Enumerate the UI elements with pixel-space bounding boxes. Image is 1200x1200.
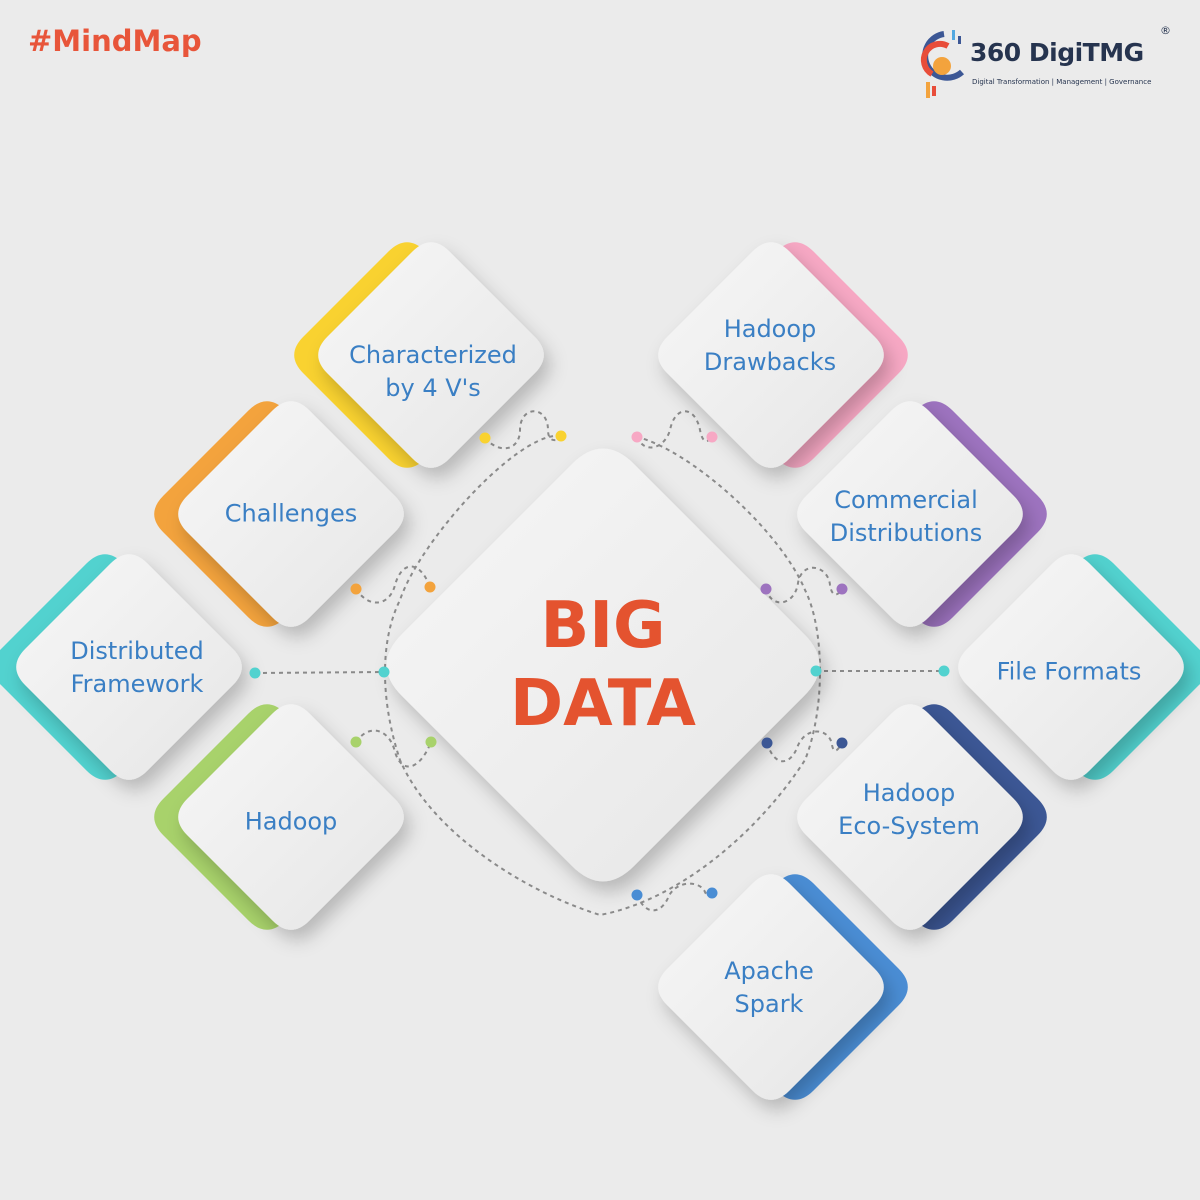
node-label-distributed-framework: Distributed Framework xyxy=(70,635,203,701)
node-line: File Formats xyxy=(996,657,1142,686)
logo-tagline: Digital Transformation | Management | Go… xyxy=(972,78,1152,86)
connector-dot xyxy=(350,736,362,748)
node-commercial xyxy=(797,401,1047,627)
node-tile-commercial xyxy=(797,401,1023,627)
node-tile-challenges xyxy=(178,401,404,627)
node-line: Apache xyxy=(724,957,814,985)
connector-ecosystem xyxy=(766,730,843,763)
connector-dot xyxy=(761,737,773,749)
node-label-hadoop-eco-system: Hadoop Eco-System xyxy=(838,777,980,843)
logo-mark-icon xyxy=(920,30,965,98)
hashtag-title: #MindMap xyxy=(28,24,202,58)
node-label-hadoop-drawbacks: Hadoop Drawbacks xyxy=(704,313,836,379)
node-label-hadoop: Hadoop xyxy=(245,806,338,839)
connector-dot xyxy=(424,581,436,593)
registered-mark: ® xyxy=(1160,24,1171,37)
node-drawbacks xyxy=(658,242,908,468)
connector-dot xyxy=(479,432,491,444)
node-label-apache-spark: Apache Spark xyxy=(724,955,814,1021)
node-line: Drawbacks xyxy=(703,348,837,376)
node-label-challenges: Challenges xyxy=(225,498,358,531)
connector-dot xyxy=(706,887,718,899)
node-distributed xyxy=(0,554,242,780)
center-title-line2: DATA xyxy=(510,667,696,741)
node-line: Distributions xyxy=(829,519,983,547)
node-tile-hadoop xyxy=(178,704,404,930)
node-line: Spark xyxy=(734,990,804,1018)
node-spark xyxy=(658,874,908,1100)
connector-dot xyxy=(810,665,822,677)
connector-dot xyxy=(760,583,772,595)
node-ecosystem xyxy=(797,704,1047,930)
logo-name: 360 DigiTMG xyxy=(970,38,1144,67)
center-title-line1: BIG xyxy=(540,589,666,663)
center-tile xyxy=(386,448,820,882)
connector-dot xyxy=(631,889,643,901)
node-tile-characterized xyxy=(318,242,544,468)
node-fileformats xyxy=(958,554,1200,780)
connector-dot xyxy=(836,737,848,749)
connector-commercial xyxy=(765,566,843,604)
node-challenges xyxy=(154,401,404,627)
connector-challenges xyxy=(355,565,431,604)
node-tile-distributed xyxy=(16,554,242,780)
node-tiles xyxy=(0,242,1200,1100)
connector-lines xyxy=(254,410,944,917)
connector-dot xyxy=(836,583,848,595)
connector-dot xyxy=(350,583,362,595)
connector-dot xyxy=(378,666,390,678)
connector-dot xyxy=(706,431,718,443)
connector-drawbacks xyxy=(636,410,713,449)
node-line: Characterized xyxy=(349,341,517,369)
node-line: by 4 V's xyxy=(385,374,481,402)
connector-dots xyxy=(249,430,950,901)
node-tile-fileformats xyxy=(958,554,1184,780)
connector-spark xyxy=(636,882,713,912)
node-line: Hadoop xyxy=(723,315,817,343)
node-tile-drawbacks xyxy=(658,242,884,468)
connector-dot xyxy=(555,430,567,442)
node-characterized xyxy=(294,242,544,468)
node-line: Commercial xyxy=(834,486,978,514)
center-title: BIG DATA xyxy=(510,587,696,743)
node-label-commercial-distributions: Commercial Distributions xyxy=(830,484,983,550)
node-line: Framework xyxy=(70,670,204,698)
node-line: Challenges xyxy=(224,499,358,528)
node-line: Distributed xyxy=(70,637,204,665)
node-line: Hadoop xyxy=(862,779,956,807)
node-tile-spark xyxy=(658,874,884,1100)
connector-dot xyxy=(938,665,950,677)
connector-ring xyxy=(384,434,821,917)
node-line: Eco-System xyxy=(838,812,980,840)
node-hadoop xyxy=(154,704,404,930)
node-tile-ecosystem xyxy=(797,704,1023,930)
connector-characterized xyxy=(484,410,563,450)
connector-dot xyxy=(425,736,437,748)
connector-dot xyxy=(249,667,261,679)
node-label-characterized: Characterized by 4 V's xyxy=(349,339,517,405)
connector-distributed xyxy=(254,671,385,674)
node-line: Hadoop xyxy=(244,807,338,836)
connector-dot xyxy=(631,431,643,443)
brand-logo: 360 DigiTMG ® Digital Transformation | M… xyxy=(918,24,1178,104)
connector-hadoop xyxy=(355,729,432,768)
node-label-file-formats: File Formats xyxy=(997,656,1142,689)
